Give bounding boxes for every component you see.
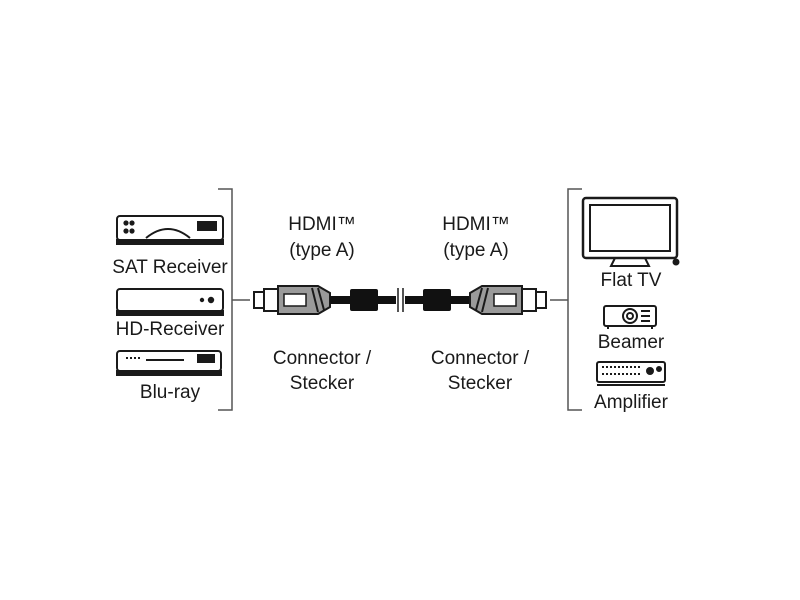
right-plug-collar: [521, 288, 537, 312]
projector-icon: [603, 305, 657, 329]
flat-tv-icon: [581, 196, 680, 267]
left-plug-collar: [263, 288, 279, 312]
left-plug-tip: [253, 291, 265, 309]
hd-receiver-icon: [116, 288, 224, 316]
left-ferrite-core: [350, 289, 378, 311]
blu-ray-player-icon: [116, 350, 222, 376]
left-hdmi-type-line2: (type A): [289, 240, 354, 261]
hdmi-cable: [253, 285, 547, 315]
sat-receiver-label: SAT Receiver: [112, 257, 228, 278]
right-hdmi-type-line2: (type A): [443, 240, 508, 261]
blu-ray-label: Blu-ray: [140, 382, 201, 403]
flat-tv-label: Flat TV: [601, 270, 662, 291]
sat-receiver-icon: [116, 215, 224, 245]
right-ferrite-core: [423, 289, 451, 311]
left-connector-label-line2: Stecker: [290, 373, 355, 394]
right-plug-tip: [535, 291, 547, 309]
amplifier-icon: [596, 361, 666, 386]
amplifier-label: Amplifier: [594, 392, 669, 413]
left-hdmi-type-line1: HDMI™: [288, 214, 356, 235]
left-connector-label-line1: Connector /: [273, 348, 372, 369]
right-bracket: [550, 188, 582, 411]
right-connector-label-line1: Connector /: [431, 348, 530, 369]
left-bracket: [218, 188, 250, 411]
hd-receiver-label: HD-Receiver: [116, 319, 225, 340]
right-hdmi-type-line1: HDMI™: [442, 214, 510, 235]
beamer-label: Beamer: [598, 332, 665, 353]
right-connector-label-line2: Stecker: [448, 373, 513, 394]
